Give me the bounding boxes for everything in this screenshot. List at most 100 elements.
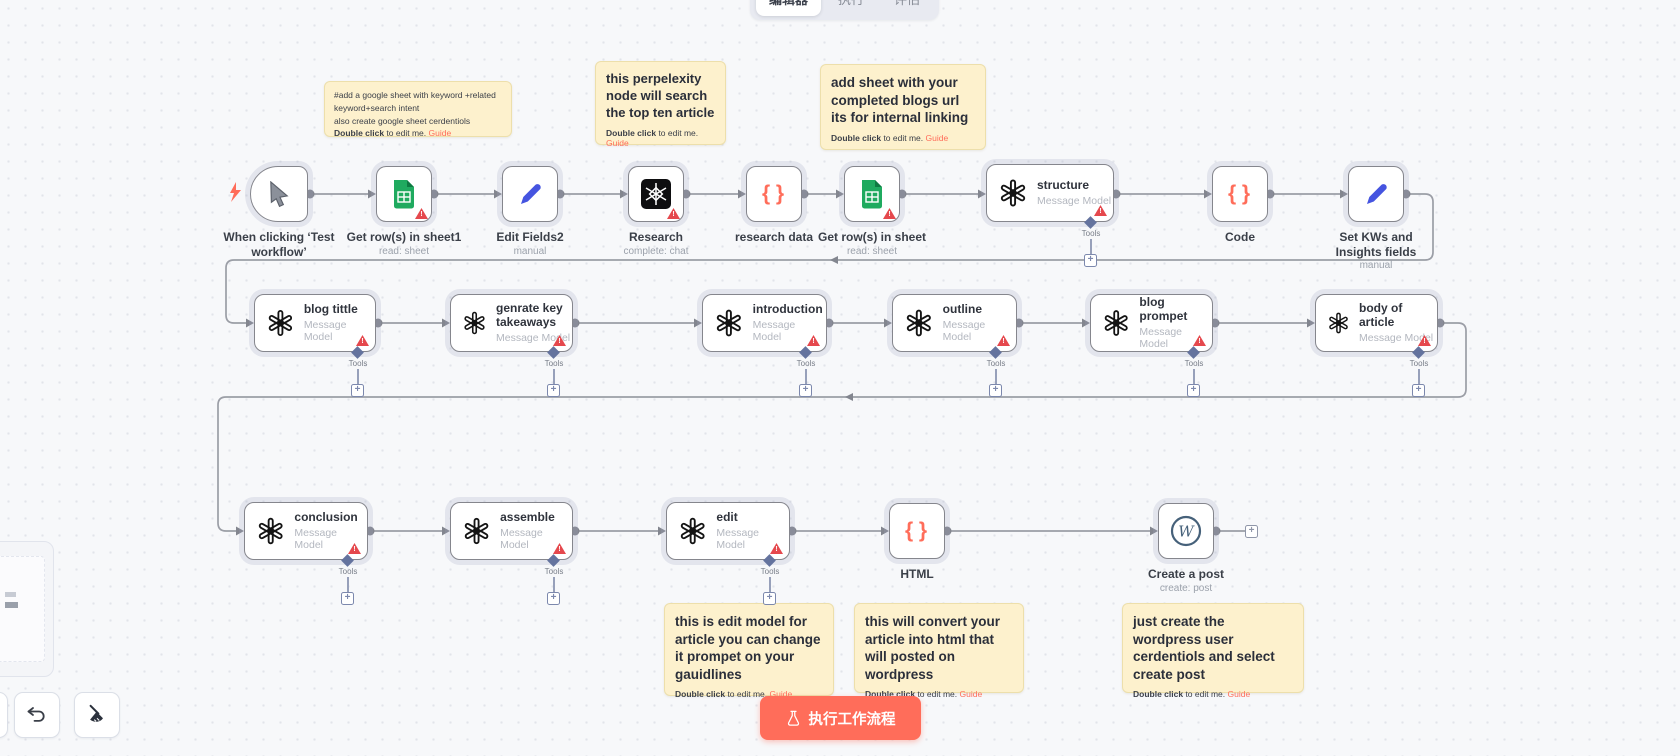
node-title: edit: [716, 510, 738, 525]
sticky-note-internal-linking[interactable]: add sheet with your completed blogs url …: [820, 64, 986, 150]
node-title: body of article: [1359, 301, 1403, 329]
undo-button[interactable]: [14, 692, 60, 738]
node-assemble[interactable]: assemble Message Model Tools +: [450, 502, 573, 605]
node-blog-prompt[interactable]: blog prompet Message Model Tools +: [1090, 294, 1213, 397]
add-tool-button[interactable]: +: [547, 384, 560, 397]
tidy-up-button[interactable]: [74, 692, 120, 738]
zoom-button-partial[interactable]: [0, 692, 8, 738]
pencil-icon: [1367, 184, 1387, 204]
wordpress-icon: [1170, 515, 1202, 547]
sticky-footer: Double click to edit me. Guide: [606, 128, 715, 148]
warning-icon: [415, 208, 428, 219]
tools-connector[interactable]: [1412, 346, 1425, 359]
tab-evaluations[interactable]: 评估: [881, 0, 933, 16]
tools-label: Tools: [760, 567, 780, 576]
sticky-footer: Double click to edit me. Guide: [831, 133, 975, 143]
sticky-text: #add a google sheet with keyword +relate…: [334, 90, 496, 100]
footer-bold: Double click: [334, 128, 385, 139]
tools-label: Tools: [544, 359, 564, 368]
sticky-note-wordpress-post[interactable]: just create the wordpress user cerdentio…: [1122, 603, 1304, 699]
node-create-post[interactable]: Create a post create: post: [1148, 503, 1224, 594]
footer-bold: Double click: [675, 689, 726, 700]
openai-icon: [1328, 312, 1349, 334]
footer-text: to edit me.: [1183, 689, 1228, 700]
tools-connector[interactable]: [763, 554, 776, 567]
node-manual-trigger[interactable]: When clicking ‘Test workflow’: [223, 166, 335, 259]
add-tool-button[interactable]: +: [989, 384, 1002, 397]
execute-button-label: 执行工作流程: [808, 711, 896, 728]
add-tool-button[interactable]: +: [547, 592, 560, 605]
node-key-takeaways[interactable]: genrate key takeaways Message Model Tool…: [450, 294, 573, 397]
add-tool-button[interactable]: +: [799, 384, 812, 397]
openai-icon: [268, 309, 293, 337]
node-html[interactable]: { } HTML: [889, 503, 945, 581]
tools-connector[interactable]: [341, 554, 354, 567]
tab-editor[interactable]: 编辑器: [756, 0, 822, 16]
openai-icon: [1103, 310, 1129, 336]
sticky-text: also create google sheet cerdentiols: [334, 115, 471, 126]
add-next-node-button[interactable]: +: [1245, 525, 1258, 538]
node-edit[interactable]: edit Message Model Tools +: [666, 502, 790, 605]
guide-link[interactable]: Guide: [769, 689, 793, 700]
add-tool-button[interactable]: +: [351, 384, 364, 397]
sticky-note-sheet-setup[interactable]: #add a google sheet with keyword +relate…: [324, 81, 512, 139]
panel-bar: [5, 602, 18, 608]
warning-icon: [553, 335, 566, 346]
guide-link[interactable]: Guide: [1227, 689, 1251, 700]
node-get-rows-sheet1[interactable]: Get row(s) in sheet1 read: sheet: [347, 166, 461, 257]
tools-label: Tools: [338, 567, 358, 576]
node-title: structure: [1037, 178, 1090, 193]
node-label: When clicking ‘Test workflow’: [223, 230, 335, 259]
node-outline[interactable]: outline Message Model Tools +: [892, 294, 1017, 397]
braces-icon: { }: [904, 519, 930, 542]
sticky-note-edit-model[interactable]: this is edit model for article you can c…: [664, 603, 834, 700]
node-blog-title[interactable]: blog tittle Message Model Tools +: [254, 294, 376, 397]
node-title: genrate key takeaways: [496, 301, 563, 329]
tools-connector[interactable]: [989, 346, 1002, 359]
braces-icon: { }: [1227, 182, 1253, 205]
node-set-kws[interactable]: Set KWs and Insights fields manual: [1336, 166, 1416, 271]
footer-text: to edit me.: [915, 689, 960, 700]
sticky-note-perplexity[interactable]: this perpelexity node will search the to…: [595, 61, 726, 148]
warning-icon: [348, 543, 361, 554]
node-structure[interactable]: structure Message Model Tools +: [986, 164, 1114, 267]
warning-icon: [883, 208, 896, 219]
openai-icon: [258, 517, 284, 545]
guide-link[interactable]: Guide: [428, 128, 452, 139]
node-subtitle: read: sheet: [846, 246, 898, 257]
node-research-perplexity[interactable]: Research complete: chat: [623, 166, 689, 257]
node-conclusion[interactable]: conclusion Message Model Tools +: [244, 502, 368, 605]
node-research-data[interactable]: { } research data: [735, 166, 813, 244]
add-tool-button[interactable]: +: [763, 592, 776, 605]
tools-connector[interactable]: [351, 346, 364, 359]
guide-link[interactable]: Guide: [959, 689, 983, 700]
execute-workflow-button[interactable]: 执行工作流程: [760, 696, 921, 740]
tools-connector[interactable]: [547, 554, 560, 567]
node-subtitle: Message Model: [942, 318, 986, 343]
node-label: HTML: [900, 567, 934, 581]
warning-icon: [1418, 335, 1431, 346]
add-tool-button[interactable]: +: [1084, 254, 1097, 267]
node-body-of-article[interactable]: body of article Message Model Tools +: [1315, 294, 1438, 397]
tools-label: Tools: [986, 359, 1006, 368]
tools-connector[interactable]: [799, 346, 812, 359]
perplexity-icon: [641, 179, 671, 209]
tools-connector[interactable]: [547, 346, 560, 359]
add-tool-button[interactable]: +: [1412, 384, 1425, 397]
openai-icon: [463, 311, 486, 335]
node-subtitle: create: post: [1159, 583, 1213, 594]
node-edit-fields2[interactable]: Edit Fields2 manual: [496, 166, 564, 257]
sticky-text: just create the wordpress user cerdentio…: [1133, 614, 1275, 682]
node-subtitle: complete: chat: [623, 246, 689, 257]
add-tool-button[interactable]: +: [1187, 384, 1200, 397]
guide-link[interactable]: Guide: [606, 137, 629, 148]
node-code[interactable]: { } Code: [1212, 166, 1268, 244]
sticky-note-html-convert[interactable]: this will convert your article into html…: [854, 603, 1024, 699]
tools-connector[interactable]: [1084, 216, 1097, 229]
add-tool-button[interactable]: +: [341, 592, 354, 605]
node-introduction[interactable]: introduction Message Model Tools +: [702, 294, 827, 397]
tab-executions[interactable]: 执行: [825, 0, 877, 16]
node-get-rows-sheet[interactable]: Get row(s) in sheet read: sheet: [818, 166, 926, 257]
guide-link[interactable]: Guide: [925, 132, 949, 143]
